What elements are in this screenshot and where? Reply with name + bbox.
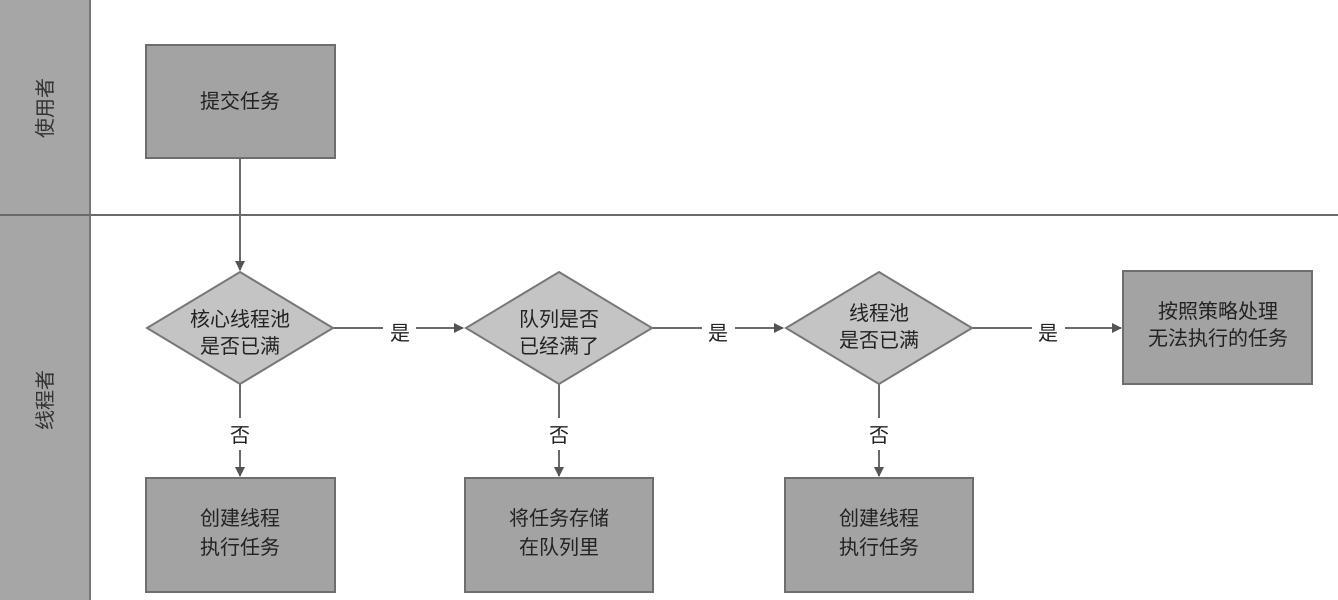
node-create-thread-2: 创建线程 执行任务 [784, 477, 974, 593]
node-submit-task: 提交任务 [145, 44, 336, 159]
edge-label-no: 否 [230, 423, 250, 447]
svg-text:核心线程池: 核心线程池 [190, 307, 290, 331]
svg-text:已经满了: 已经满了 [519, 334, 599, 358]
svg-text:是否已满: 是否已满 [200, 334, 280, 358]
svg-text:队列是否: 队列是否 [519, 307, 599, 331]
edge-label-yes: 是 [708, 321, 728, 345]
svg-text:无法执行的任务: 无法执行的任务 [1148, 326, 1288, 350]
svg-text:按照策略处理: 按照策略处理 [1158, 299, 1278, 323]
svg-text:创建线程: 创建线程 [200, 506, 280, 530]
svg-text:将任务存储: 将任务存储 [509, 506, 609, 530]
edge-label-no: 否 [549, 423, 569, 447]
node-core-pool-full: 核心线程池 是否已满 [145, 270, 335, 386]
svg-text:执行任务: 执行任务 [200, 535, 280, 559]
svg-text:执行任务: 执行任务 [839, 535, 919, 559]
edge-label-yes: 是 [1038, 321, 1058, 345]
svg-text:在队列里: 在队列里 [519, 535, 599, 559]
node-pool-full: 线程池 是否已满 [784, 270, 974, 386]
edge-label-no: 否 [869, 423, 889, 447]
svg-text:提交任务: 提交任务 [200, 89, 280, 113]
edge-label-yes: 是 [390, 321, 410, 345]
node-store-in-queue: 将任务存储 在队列里 [464, 477, 654, 593]
node-create-thread-1: 创建线程 执行任务 [145, 477, 336, 593]
svg-text:是否已满: 是否已满 [839, 328, 919, 352]
lane-label-pool: 线程者 [33, 370, 57, 430]
node-queue-full: 队列是否 已经满了 [464, 270, 654, 386]
node-reject-policy: 按照策略处理 无法执行的任务 [1122, 270, 1313, 385]
svg-text:创建线程: 创建线程 [839, 506, 919, 530]
lane-label-user: 使用者 [33, 78, 57, 138]
svg-text:线程池: 线程池 [849, 301, 909, 325]
lane-header-bar [0, 0, 90, 600]
